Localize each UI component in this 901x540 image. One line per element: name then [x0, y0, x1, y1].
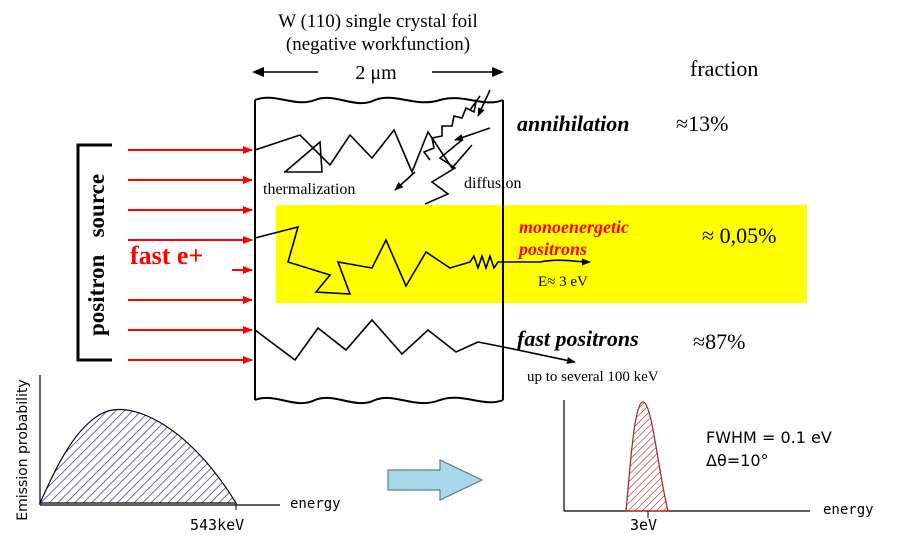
thickness-label: 2 μm — [355, 62, 397, 84]
monoenergetic-label: monoenergetic — [519, 217, 629, 237]
fraction-heading: fraction — [690, 56, 758, 81]
positron-source: positron source — [76, 143, 112, 362]
output-spectrum-peak-label: 3eV — [630, 516, 657, 534]
input-spectrum-xlabel: energy — [290, 496, 341, 512]
output-spectrum-plot — [563, 400, 810, 518]
monoenergetic-fraction: ≈ 0,05% — [702, 223, 776, 248]
input-spectrum-plot — [39, 375, 280, 510]
thickness-arrow — [252, 67, 504, 77]
input-spectrum-ylabel: Emission probability — [15, 379, 31, 520]
foil-title: W (110) single crystal foil — [278, 11, 477, 32]
fast-positrons-fraction: ≈87% — [693, 329, 745, 354]
monoenergetic-highlight — [276, 205, 807, 303]
input-spectrum-curve — [39, 408, 238, 504]
fwhm-label: FWHM = 0.1 eV — [706, 428, 832, 447]
fast-positron-beam-label: fast e+ — [130, 241, 203, 270]
incoming-positron-beam — [128, 146, 253, 364]
foil-subtitle: (negative workfunction) — [286, 34, 470, 55]
output-spectrum-peak — [625, 401, 669, 512]
output-spectrum-xlabel: energy — [823, 502, 874, 518]
annihilation-label: annihilation — [517, 111, 630, 136]
positron-source-label: positron source — [84, 174, 109, 336]
annihilation-fraction: ≈13% — [676, 111, 728, 136]
angular-spread-label: Δθ=10° — [706, 451, 769, 470]
thermalization-label: thermalization — [263, 181, 355, 198]
monoenergetic-label-line2: positrons — [517, 239, 587, 259]
fast-positrons-label: fast positrons — [517, 326, 639, 351]
monoenergetic-energy: E≈ 3 eV — [538, 274, 588, 290]
input-spectrum-endpoint: 543keV — [190, 516, 244, 534]
diffusion-label: diffusion — [464, 175, 521, 192]
fast-positrons-note: up to several 100 keV — [527, 369, 659, 385]
positron-trajectories — [254, 89, 591, 364]
transfer-arrow — [387, 459, 484, 501]
